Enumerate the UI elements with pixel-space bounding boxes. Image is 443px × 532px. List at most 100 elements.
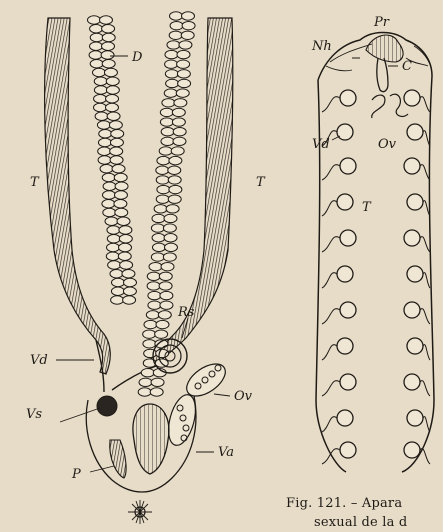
- ovary-lobe: [152, 234, 165, 242]
- ovary-lobe: [171, 147, 184, 155]
- ovary-lobe: [114, 200, 127, 208]
- ovary-lobe: [164, 234, 177, 242]
- label-P: P: [71, 467, 81, 482]
- ovary-lobe: [114, 191, 127, 199]
- ovary-lobe: [158, 311, 171, 319]
- ovary-lobe: [168, 166, 181, 174]
- ovary-lobe: [167, 41, 180, 49]
- ovary-lobe: [94, 77, 107, 85]
- vas-efferens: [322, 381, 340, 396]
- ovary-lobe: [166, 205, 179, 213]
- ovary-lobe: [181, 31, 194, 39]
- ovary-lobe: [147, 272, 160, 280]
- ovary-lobe: [143, 330, 156, 338]
- ovary-lobe: [170, 21, 183, 29]
- ovary-lobe: [173, 127, 186, 135]
- ovary-lobe: [155, 330, 168, 338]
- ovary-lobe: [169, 185, 182, 193]
- ovary-lobe: [115, 208, 128, 216]
- ovary-lobe: [160, 108, 173, 116]
- label-Rs: Rs: [177, 305, 195, 320]
- testis-follicle: [407, 266, 423, 282]
- ovary-lobe: [100, 16, 113, 24]
- testis-follicle: [340, 442, 356, 458]
- ovary-lobe: [169, 31, 182, 39]
- ovary-lobe: [110, 156, 123, 164]
- right-ovary-chain: [138, 12, 195, 396]
- ovary-lobe: [151, 224, 164, 232]
- ovary-lobe: [177, 70, 190, 78]
- ovary-lobe: [160, 118, 173, 126]
- ovary-lobe: [164, 243, 177, 251]
- label-Vd: Vd: [30, 353, 48, 368]
- ovary-lobe: [97, 121, 110, 129]
- ovary-lobe: [170, 12, 183, 20]
- ovary-lobe: [182, 12, 195, 20]
- ovary-lobe: [161, 262, 174, 270]
- ovary-lobe: [161, 137, 174, 145]
- ovary-lobe: [173, 137, 186, 145]
- ovary-lobe: [112, 165, 125, 173]
- vas-efferens: [322, 417, 337, 432]
- ovary-lobe: [123, 278, 136, 286]
- ovary-lobe: [172, 108, 185, 116]
- vas-efferens: [322, 309, 340, 324]
- ovary-lobe: [151, 253, 164, 261]
- ovary-lobe: [111, 296, 124, 304]
- ovary-lobe: [106, 103, 119, 111]
- figure-caption: Fig. 121. – Apara sexual de la d: [286, 494, 443, 532]
- label-Pr: Pr: [373, 15, 390, 30]
- ovary-lobe: [114, 173, 127, 181]
- ovary-lobe: [156, 349, 169, 357]
- testis-follicle: [404, 302, 420, 318]
- vas-efferens: [420, 165, 430, 180]
- testis-follicle: [407, 124, 423, 140]
- ovary-lobe: [169, 156, 182, 164]
- testis-follicle: [404, 230, 420, 246]
- ovary-lobe: [90, 25, 103, 33]
- label-C: C: [402, 59, 412, 74]
- ovary-lobe: [163, 224, 176, 232]
- ovary-lobe: [123, 296, 136, 304]
- ovary-lobe: [120, 261, 133, 269]
- testis-follicle: [340, 374, 356, 390]
- ovary-lobe: [108, 261, 121, 269]
- ovary-lobe: [156, 166, 169, 174]
- ovary-lobe: [119, 235, 132, 243]
- ovary-lobe: [111, 278, 124, 286]
- left-figure: [45, 12, 233, 524]
- vas-efferens: [322, 237, 340, 252]
- ovary-lobe: [176, 89, 189, 97]
- right-figure: [316, 33, 434, 473]
- ovary-lobe: [144, 349, 157, 357]
- ovary-lobe: [111, 287, 124, 295]
- vas-efferens: [322, 449, 340, 464]
- ovary-lobe: [90, 33, 103, 41]
- ovary-lobe: [89, 51, 102, 59]
- ovary-lobe: [160, 291, 173, 299]
- ovary-lobe: [164, 89, 177, 97]
- ovary-lobe: [147, 282, 160, 290]
- ovary-lobe: [110, 270, 123, 278]
- ovary-lobe: [144, 320, 157, 328]
- ovary-lobe: [161, 127, 174, 135]
- ovary-lobe: [164, 214, 177, 222]
- testis-follicle: [404, 90, 420, 106]
- ovary-lobe: [138, 388, 151, 396]
- ovary-lobe: [123, 287, 136, 295]
- testes-columns: [322, 90, 430, 464]
- ovary-lobe: [178, 79, 191, 87]
- ovary-lobe: [94, 86, 107, 94]
- ovary-lobe: [102, 173, 115, 181]
- ovary-lobe: [117, 217, 130, 225]
- ovary-lobe: [143, 340, 156, 348]
- ovary-lobe: [159, 282, 172, 290]
- ovary-lobe: [177, 50, 190, 58]
- vas-efferens: [322, 165, 340, 180]
- ovary-lobe: [165, 70, 178, 78]
- genital-pore-star: [128, 500, 152, 524]
- vas-efferens: [423, 417, 430, 432]
- ovary-lobe: [111, 130, 124, 138]
- ovary-lobe: [90, 60, 103, 68]
